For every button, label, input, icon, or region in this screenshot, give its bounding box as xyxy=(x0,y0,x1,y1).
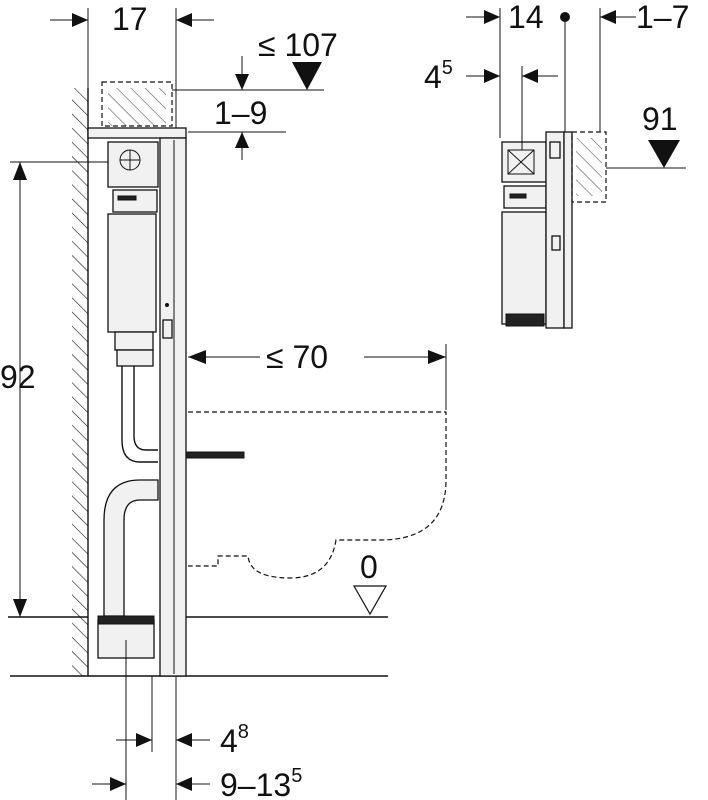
side-inset-base: 4 xyxy=(424,59,442,95)
install-depth-base: 9–13 xyxy=(220,767,291,800)
pipe-offset-base: 4 xyxy=(220,723,238,759)
wc-bowl-outline xyxy=(188,411,447,579)
side-inset-sup: 5 xyxy=(442,57,453,79)
installation-frame xyxy=(87,127,187,677)
pipe-offset-label: 48 xyxy=(220,721,249,759)
frame-depth-label: 17 xyxy=(112,1,148,37)
mounting-bolt xyxy=(185,451,245,459)
max-bowl-label: ≤ 70 xyxy=(266,339,328,375)
max-height-label: ≤ 107 xyxy=(258,27,338,63)
side-inset-label: 45 xyxy=(424,57,453,95)
cistern xyxy=(107,141,159,351)
side-height-label: 91 xyxy=(642,101,678,137)
side-offset-label: 1–7 xyxy=(636,0,689,35)
floor-level-label: 0 xyxy=(360,549,378,585)
wall xyxy=(72,88,89,676)
total-height-label: 92 xyxy=(0,359,36,395)
side-width-label: 14 xyxy=(508,0,544,35)
dimension-lines xyxy=(10,8,447,800)
side-detail-view xyxy=(501,131,607,329)
install-depth-sup: 5 xyxy=(291,765,302,787)
adjust-top-label: 1–9 xyxy=(214,95,267,131)
side-dimension-lines xyxy=(466,8,686,169)
flush-top-connector xyxy=(101,81,173,127)
floor-lines xyxy=(8,616,388,677)
pipe-offset-sup: 8 xyxy=(238,721,249,743)
flush-pipe xyxy=(116,349,158,463)
waste-elbow xyxy=(97,479,159,659)
install-depth-label: 9–135 xyxy=(220,765,302,800)
